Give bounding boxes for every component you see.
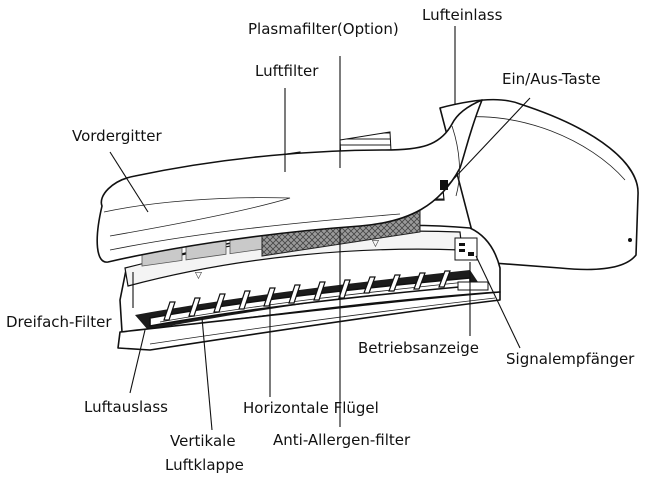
- vertical-louver: [438, 270, 451, 288]
- vertical-louver: [388, 274, 401, 292]
- leader-vertikale-luftklappe: [201, 317, 213, 431]
- leader-luftauslass: [129, 329, 146, 394]
- signal-receiver-window: [468, 252, 474, 256]
- bottom-plate: [457, 281, 489, 291]
- operation-indicator-led: [459, 243, 465, 246]
- label-horizontale-fluegel: Horizontale Flügel: [243, 399, 379, 417]
- label-vertikale-luftklappe-line1: Vertikale: [170, 432, 236, 450]
- vertical-louver: [163, 301, 176, 321]
- housing-screw: [628, 238, 632, 242]
- vertical-louver: [238, 290, 251, 310]
- label-luftauslass: Luftauslass: [84, 398, 168, 416]
- label-vordergitter: Vordergitter: [72, 127, 163, 145]
- label-vertikale-luftklappe-line2: Luftklappe: [165, 456, 244, 474]
- front-grille-side-edge: [451, 125, 460, 197]
- vertical-louver: [338, 279, 351, 299]
- label-dreifach-filter: Dreifach-Filter: [6, 313, 112, 331]
- display-panel: [454, 237, 478, 261]
- vertical-louver: [413, 272, 426, 290]
- label-lufteinlass: Lufteinlass: [422, 6, 503, 24]
- operation-indicator-led: [459, 249, 465, 252]
- vertical-louvers: [163, 270, 451, 321]
- housing-right-side: [439, 98, 639, 271]
- leader-lines: [109, 26, 531, 431]
- direction-mark: ▽: [372, 239, 379, 249]
- label-luftfilter: Luftfilter: [255, 62, 319, 80]
- power-button-area: [440, 180, 448, 190]
- vertical-louver: [263, 287, 276, 307]
- bottom-lip-line: [149, 297, 496, 345]
- leader-vordergitter: [109, 151, 149, 213]
- vertical-louver: [288, 284, 301, 304]
- direction-mark: ▽: [195, 271, 202, 281]
- label-anti-allergen-filter: Anti-Allergen-filter: [273, 431, 411, 449]
- front-grille: [96, 99, 483, 263]
- label-plasmafilter: Plasmafilter(Option): [248, 20, 399, 38]
- front-grille-bottom-edge: [109, 213, 401, 251]
- vertical-louver: [213, 293, 226, 313]
- label-betriebsanzeige: Betriebsanzeige: [358, 339, 479, 357]
- leader-signalempfaenger: [475, 255, 521, 349]
- front-grille-panel: [96, 99, 483, 263]
- housing-top-edge: [454, 116, 626, 181]
- label-signalempfaenger: Signalempfänger: [506, 350, 635, 368]
- front-grille-crease: [103, 197, 291, 237]
- label-ein-aus-taste: Ein/Aus-Taste: [502, 70, 601, 88]
- power-button: [440, 180, 448, 190]
- labels: Plasmafilter(Option) Lufteinlass Luftfil…: [6, 6, 635, 474]
- vertical-louver: [363, 276, 376, 294]
- vertical-louver: [188, 297, 201, 317]
- leader-ein-aus-taste: [446, 97, 531, 187]
- vertical-louver: [313, 281, 326, 301]
